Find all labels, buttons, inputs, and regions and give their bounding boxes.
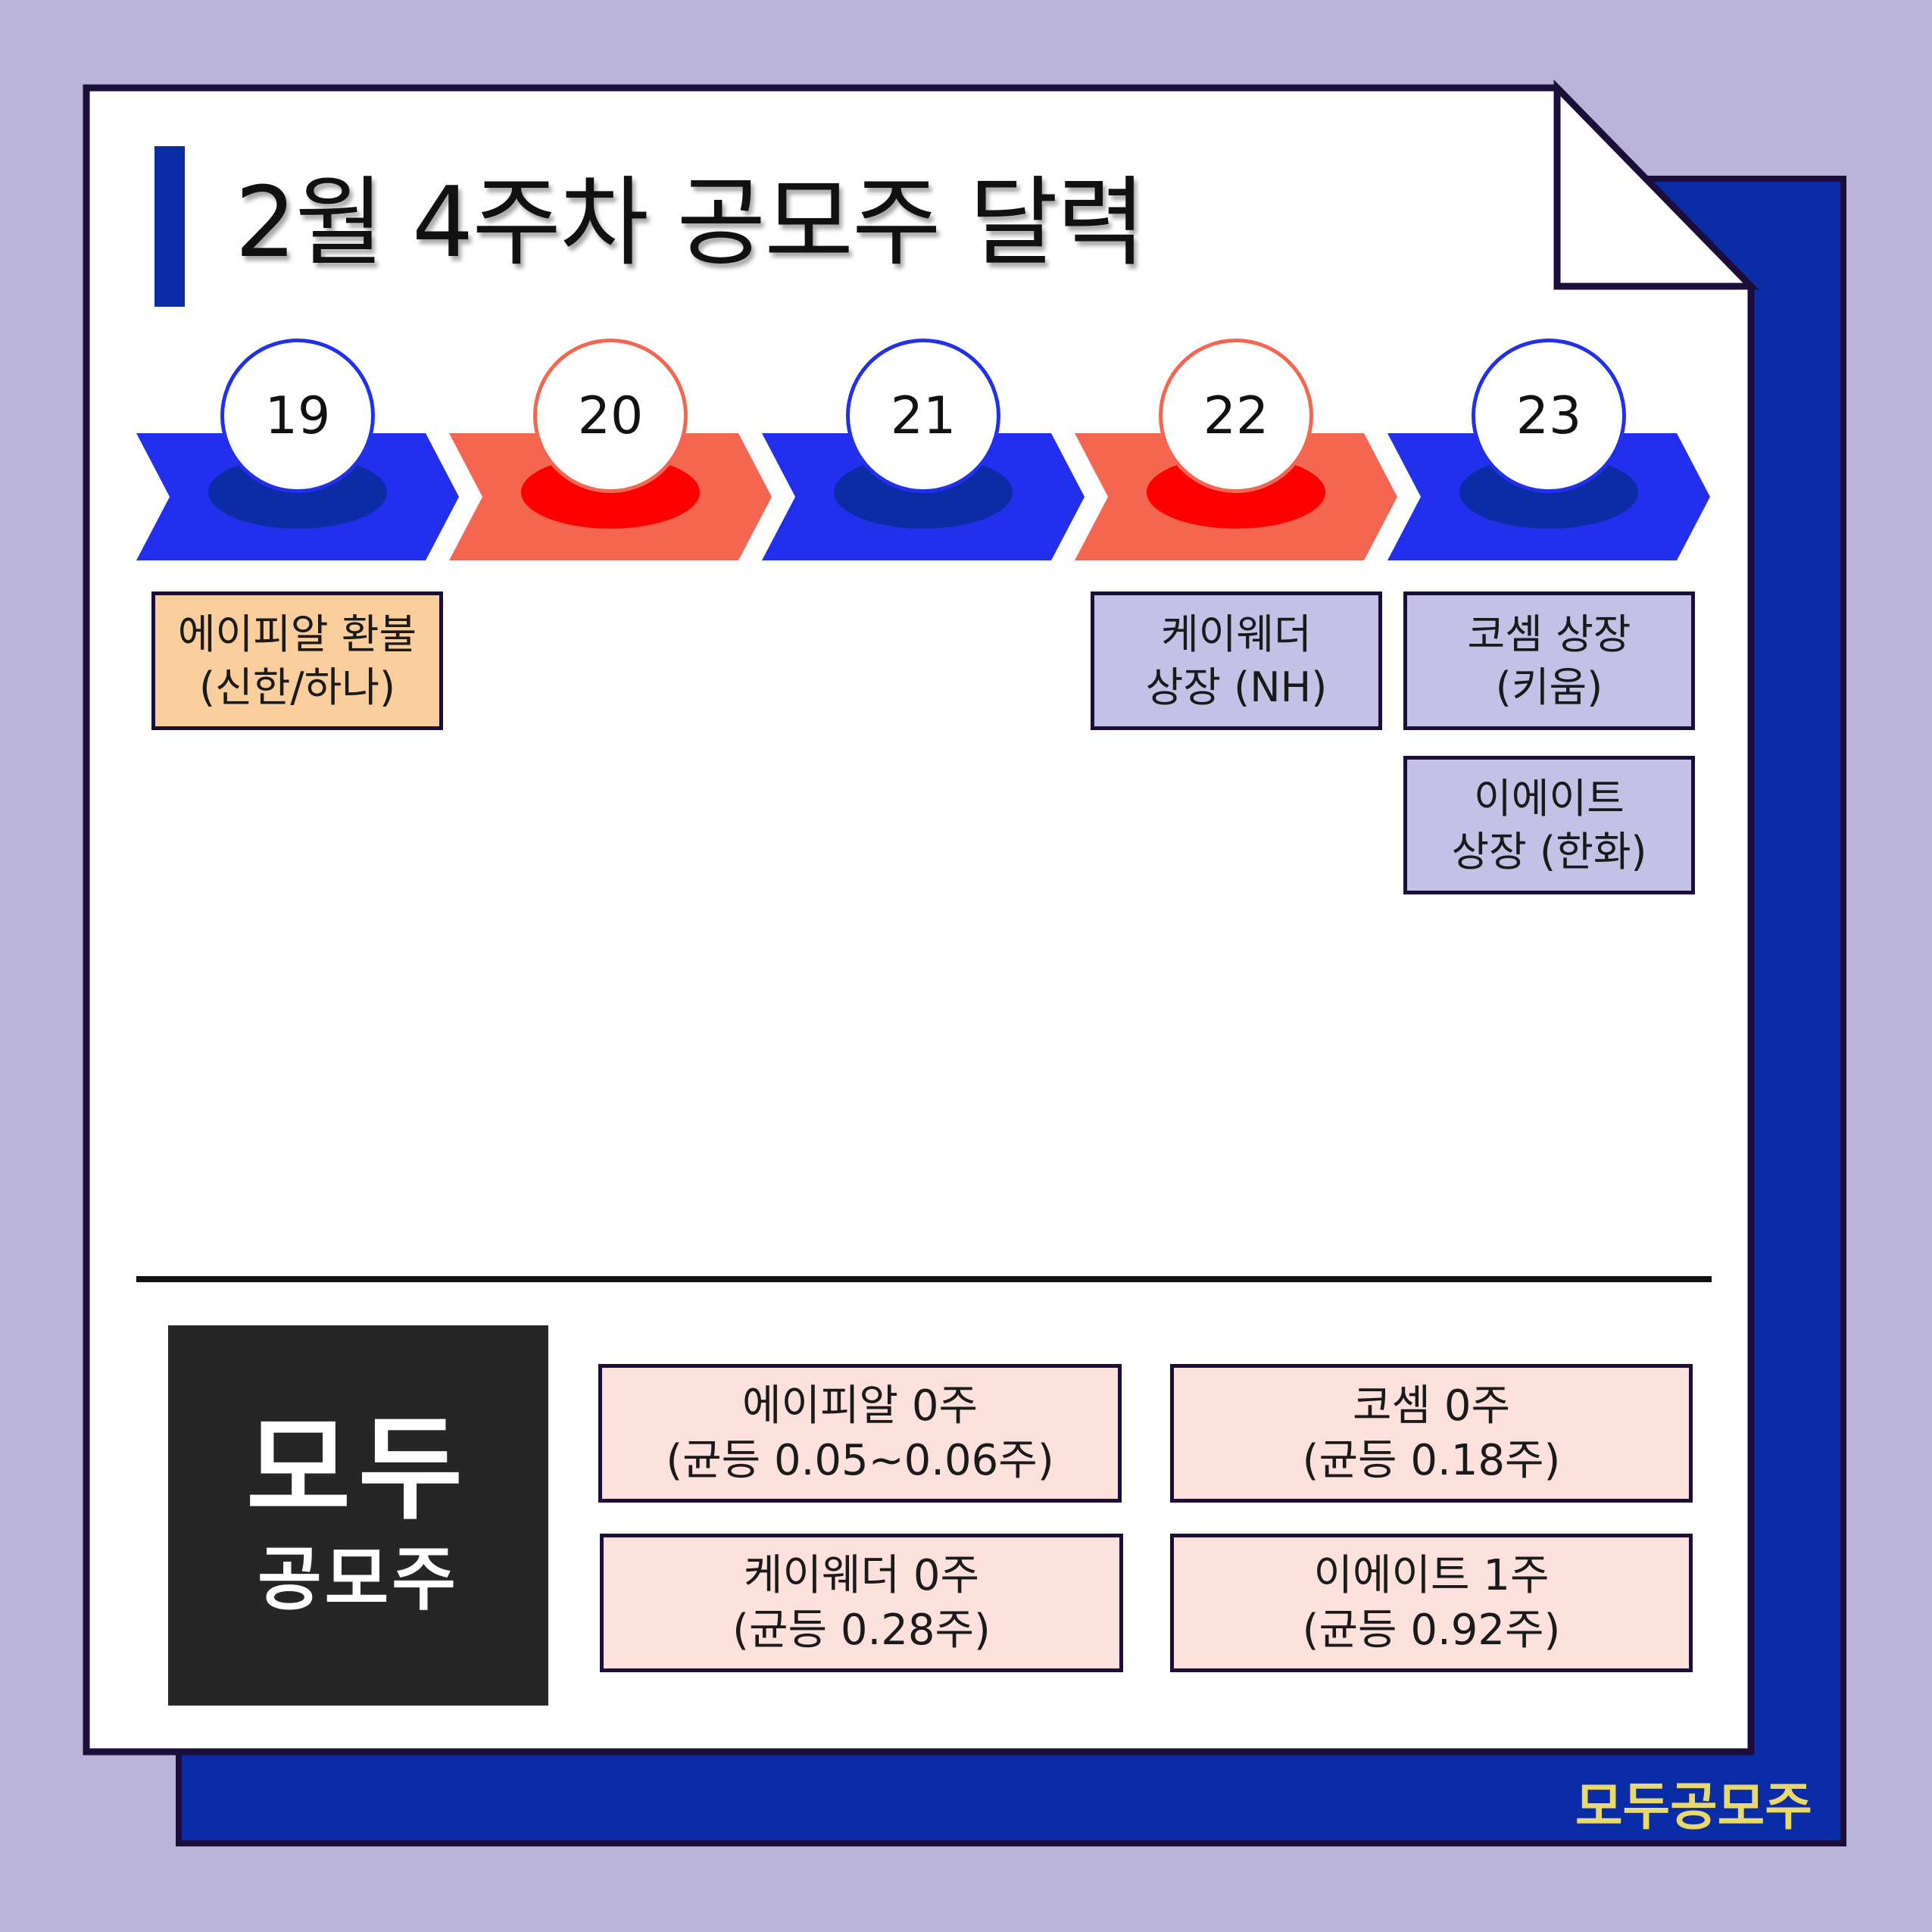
event-line1: 코셈 상장 (1467, 610, 1631, 658)
event-line1: 에이피알 환불 (177, 610, 417, 658)
event-line1: 이에이트 (1474, 774, 1625, 822)
day-22-circle: 22 (1159, 339, 1313, 493)
section-divider (136, 1276, 1712, 1282)
day-19-circle: 19 (220, 339, 375, 493)
allocation-line1: 이에이트 1주 (1313, 1550, 1550, 1600)
event-line2: 상장 (NH) (1145, 663, 1328, 711)
day-20-circle: 20 (533, 339, 688, 493)
day-21-circle: 21 (846, 339, 1000, 493)
event-line2: (키움) (1495, 663, 1603, 711)
logo-text-big: 모두 (245, 1404, 470, 1536)
event-day-23-listing-1: 코셈 상장 (키움) (1403, 591, 1695, 730)
logo-text-small: 공모주 (257, 1539, 459, 1620)
brand-watermark: 모두공모주 (1575, 1778, 1812, 1837)
allocation-kweather: 케이웨더 0주 (균등 0.28주) (600, 1534, 1123, 1672)
allocation-e8: 이에이트 1주 (균등 0.92주) (1170, 1534, 1693, 1672)
allocation-line2: (균등 0.05~0.06주) (666, 1435, 1054, 1485)
allocation-line1: 코셈 0주 (1353, 1381, 1510, 1431)
event-day-23-listing-2: 이에이트 상장 (한화) (1403, 756, 1695, 894)
title-accent-bar (154, 146, 185, 307)
event-day-19-refund: 에이피알 환불 (신한/하나) (151, 591, 443, 730)
allocation-apr: 에이피알 0주 (균등 0.05~0.06주) (598, 1364, 1122, 1503)
page-title: 2월 4주차 공모주 달력 (235, 167, 1146, 279)
event-day-22-listing: 케이웨더 상장 (NH) (1091, 591, 1382, 730)
folded-corner (1553, 79, 1759, 290)
allocation-line1: 케이웨더 0주 (743, 1550, 980, 1600)
allocation-line2: (균등 0.28주) (732, 1605, 991, 1655)
event-line2: 상장 (한화) (1451, 827, 1647, 875)
allocation-line1: 에이피알 0주 (741, 1381, 978, 1431)
event-line1: 케이웨더 (1161, 610, 1312, 658)
brand-logo: 모두 공모주 (168, 1325, 548, 1706)
event-line2: (신한/하나) (198, 663, 396, 711)
allocation-line2: (균등 0.92주) (1302, 1605, 1561, 1655)
allocation-line2: (균등 0.18주) (1302, 1435, 1561, 1485)
allocation-cosem: 코셈 0주 (균등 0.18주) (1170, 1364, 1693, 1503)
day-23-circle: 23 (1472, 339, 1626, 493)
